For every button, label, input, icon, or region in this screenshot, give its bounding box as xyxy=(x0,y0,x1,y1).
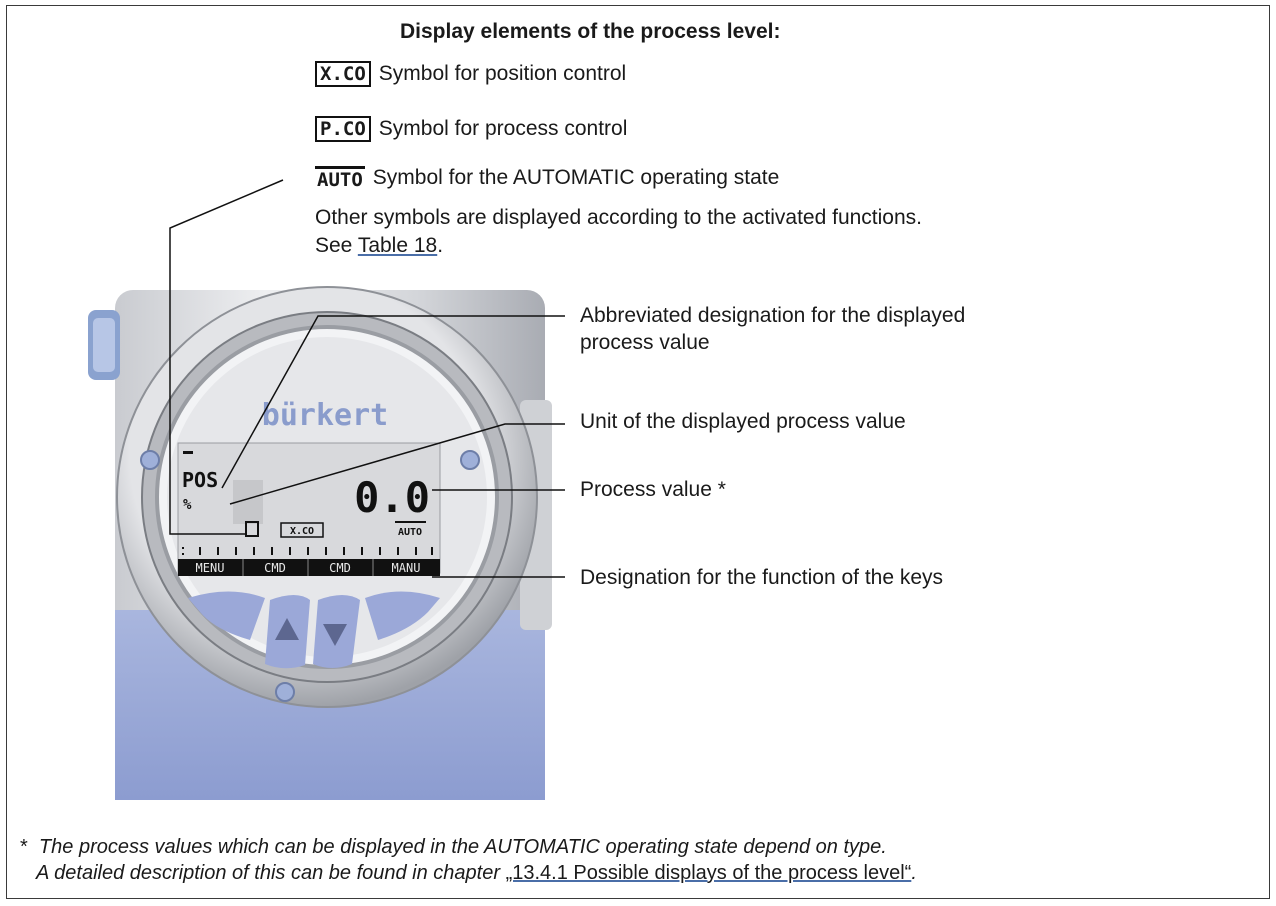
table-18-link[interactable]: Table 18 xyxy=(357,234,438,257)
screw xyxy=(460,450,480,470)
legend-row-automatic: AUTO Symbol for the AUTOMATIC operating … xyxy=(315,163,779,193)
legend-text: Symbol for process control xyxy=(378,117,628,140)
legend-row-process-control: P.CO Symbol for process control xyxy=(315,114,627,144)
key-label-manu: MANU xyxy=(392,561,421,575)
arrow-up-icon xyxy=(275,618,299,640)
display-bar-scale xyxy=(182,547,433,555)
footnote-line-1: * The process values which can be displa… xyxy=(20,836,887,858)
left-key[interactable] xyxy=(188,591,265,641)
callout-unit: Unit of the displayed process value xyxy=(580,410,906,433)
key-label-cmd-1: CMD xyxy=(264,561,286,575)
key-label-cmd-2: CMD xyxy=(329,561,351,575)
callout-process-value: Process value * xyxy=(580,478,726,501)
leader-lines xyxy=(169,179,565,578)
display-designation: POS xyxy=(182,468,218,492)
automatic-symbol: AUTO xyxy=(315,165,365,191)
arrow-down-icon xyxy=(323,624,347,646)
callout-key-designation: Designation for the function of the keys xyxy=(580,566,944,589)
legend-text: Symbol for position control xyxy=(378,62,627,85)
legend-row-position-control: X.CO Symbol for position control xyxy=(315,59,626,89)
other-symbols-paragraph: Other symbols are displayed according to… xyxy=(315,204,922,260)
process-control-symbol: P.CO xyxy=(315,116,371,142)
screw xyxy=(275,682,295,702)
display-process-value: 0.0 xyxy=(354,473,430,522)
display-auto-symbol: AUTO xyxy=(398,527,422,538)
display-wrench-icon xyxy=(245,521,259,537)
display-unit: % xyxy=(183,497,192,513)
legend-text: Symbol for the AUTOMATIC operating state xyxy=(372,166,780,189)
brand-logo: bürkert xyxy=(262,398,388,433)
right-key[interactable] xyxy=(365,591,440,641)
footnote-line-2: A detailed description of this can be fo… xyxy=(36,862,917,884)
position-control-symbol: X.CO xyxy=(315,61,371,87)
see-table-line: See Table 18. xyxy=(315,234,444,257)
display-xco-symbol: X.CO xyxy=(290,526,314,537)
key-label-menu: MENU xyxy=(196,561,225,575)
figure-frame xyxy=(6,5,1270,899)
screw xyxy=(140,450,160,470)
footnote: * The process values which can be displa… xyxy=(20,834,917,886)
chapter-13-4-1-link[interactable]: „13.4.1 Possible displays of the process… xyxy=(505,862,912,884)
other-symbols-text: Other symbols are displayed according to… xyxy=(315,206,922,229)
figure-title: Display elements of the process level: xyxy=(400,20,781,43)
callout-abbreviated-designation: Abbreviated designation for the displaye… xyxy=(580,304,966,354)
